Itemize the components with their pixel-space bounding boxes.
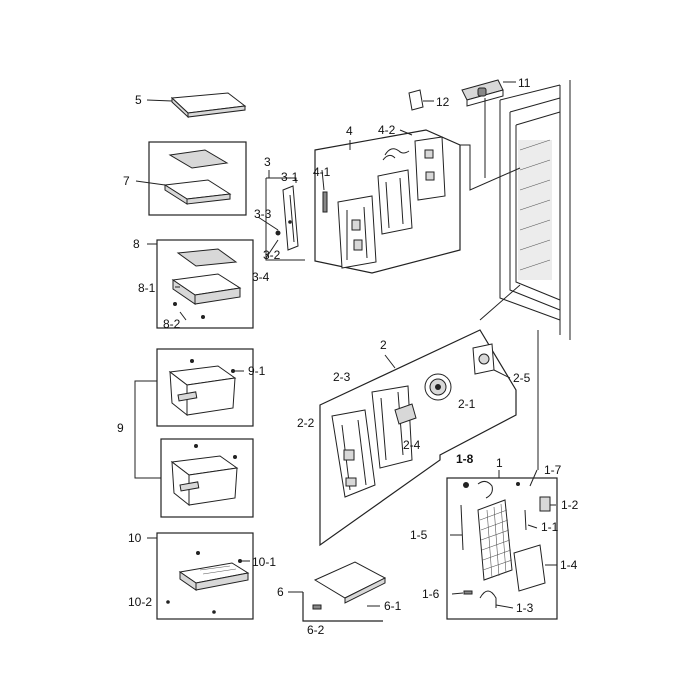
callout-4: 4 <box>346 124 353 138</box>
part-8-crisper-cover-box <box>147 239 254 329</box>
callout-7: 7 <box>123 174 130 188</box>
callout-2-1: 2-1 <box>458 397 476 411</box>
refrigerator-cabinet <box>460 80 571 470</box>
callout-2: 2 <box>380 338 387 352</box>
callout-9: 9 <box>117 421 124 435</box>
callout-6-2: 6-2 <box>307 623 325 637</box>
callout-2-3: 2-3 <box>333 370 351 384</box>
callout-1-1: 1-1 <box>541 520 559 534</box>
callout-1: 1 <box>496 456 503 470</box>
callout-1-8: 1-8 <box>456 452 474 466</box>
callout-1-3: 1-3 <box>516 601 534 615</box>
part-9-drawers <box>134 348 254 518</box>
callout-3-3: 3-3 <box>254 207 272 221</box>
evaporator-coil-grid <box>479 503 513 579</box>
callout-4-1: 4-1 <box>313 165 331 179</box>
callout-1-6: 1-6 <box>422 587 440 601</box>
callout-10-1: 10-1 <box>252 555 276 569</box>
callout-5: 5 <box>135 93 142 107</box>
callout-8-1: 8-1 <box>138 281 156 295</box>
part-5-shelf <box>146 92 247 119</box>
callout-3: 3 <box>264 155 271 169</box>
callout-1-5: 1-5 <box>410 528 428 542</box>
callout-1-4: 1-4 <box>560 558 578 572</box>
part-10-tray-box <box>147 532 254 620</box>
callout-3-2: 3-2 <box>263 248 281 262</box>
callout-6-1: 6-1 <box>384 599 402 613</box>
callout-3-4: 3-4 <box>252 270 270 284</box>
callout-8: 8 <box>133 237 140 251</box>
callout-6: 6 <box>277 585 284 599</box>
part-3-bracket-group <box>257 170 305 261</box>
callout-11: 11 <box>518 76 531 90</box>
callout-10: 10 <box>128 531 142 545</box>
callout-2-2: 2-2 <box>297 416 315 430</box>
part-2-fan-duct-box <box>319 329 517 547</box>
part-4-evaporator-cover-box <box>314 129 461 274</box>
part-7-glass-shelf-box <box>135 141 247 216</box>
callout-9-1: 9-1 <box>248 364 266 378</box>
callout-1-7: 1-7 <box>544 463 562 477</box>
callout-8-2: 8-2 <box>163 317 181 331</box>
part-12-small-cover <box>408 89 434 111</box>
callout-12: 12 <box>436 95 450 109</box>
callout-3-1: 3-1 <box>281 170 299 184</box>
part-6-bottom-cover-box <box>288 561 387 622</box>
callout-10-2: 10-2 <box>128 595 152 609</box>
callout-1-2: 1-2 <box>561 498 579 512</box>
part-11-top-assembly <box>461 79 516 107</box>
callout-2-5: 2-5 <box>513 371 531 385</box>
part-1-evaporator-box <box>446 469 558 620</box>
callout-2-4: 2-4 <box>403 438 421 452</box>
callout-labels: 5 7 8 8-1 8-2 9 9-1 10 10-1 10-2 3 3-1 3… <box>117 76 579 637</box>
callout-4-2: 4-2 <box>378 123 396 137</box>
